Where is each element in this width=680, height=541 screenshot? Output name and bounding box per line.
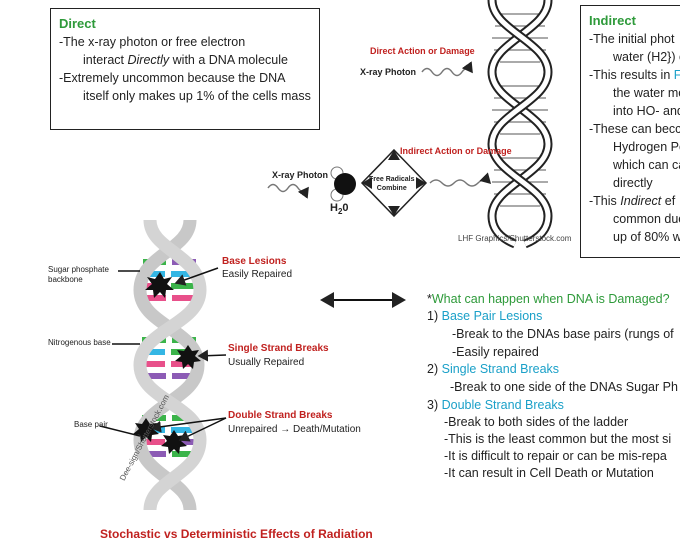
item1-title-line: 1) Base Pair Lesions — [427, 309, 543, 323]
left-label-pointers — [99, 270, 141, 437]
indirect-line-10: -This Indirect ef — [589, 194, 676, 208]
direct-photon-wave — [421, 61, 473, 77]
double-strand-title: Double Strand Breaks — [228, 410, 333, 421]
item1-a: -Break to the DNAs base pairs (rungs of — [452, 327, 674, 341]
base-pair-label: Base pair — [74, 420, 108, 429]
double-strand-sub: Unrepaired → Death/Mutation — [228, 424, 361, 435]
indirect-line-11: common due — [613, 212, 680, 226]
indirect-line-3: -This results in F — [589, 68, 680, 82]
damage-arrows — [150, 267, 227, 442]
direct-box: Direct -The x-ray photon or free electro… — [50, 8, 320, 130]
indirect-box: Indirect -The initial phot water (H2}) c… — [580, 5, 680, 258]
item1-b: -Easily repaired — [452, 345, 539, 359]
indirect-photon-wave — [267, 183, 309, 199]
water-molecule-icon — [330, 166, 356, 202]
xray-photon-label-2: X-ray Photon — [272, 170, 329, 180]
indirect-line-6: -These can becc — [589, 122, 680, 136]
single-strand-sub: Usually Repaired — [228, 357, 305, 368]
item3-d: -It can result in Cell Death or Mutation — [444, 466, 654, 480]
item3-b: -This is the least common but the most s… — [444, 432, 672, 446]
indirect-line-4: the water mo — [613, 86, 680, 100]
indirect-line-1: -The initial phot — [589, 32, 675, 46]
direct-line-3: -Extremely uncommon because the DNA — [59, 71, 286, 85]
indirect-line-9: directly — [613, 176, 653, 190]
h2o-label: H20 — [330, 202, 349, 217]
free-radicals-diamond — [360, 148, 428, 218]
item3-c: -It is difficult to repair or can be mis… — [444, 449, 667, 463]
base-lesions-sub: Easily Repaired — [222, 269, 293, 280]
direct-line-4: itself only makes up 1% of the cells mas… — [83, 89, 311, 103]
item2-title-line: 2) Single Strand Breaks — [427, 362, 560, 376]
question-line: *What can happen when DNA is Damaged? — [427, 292, 670, 306]
item3-a: -Break to both sides of the ladder — [444, 415, 629, 429]
bottom-title: Stochastic vs Deterministic Effects of R… — [100, 527, 373, 541]
item2-a: -Break to one side of the DNAs Sugar Ph — [450, 380, 678, 394]
item3-title-line: 3) Double Strand Breaks — [427, 398, 564, 412]
indirect-line-7: Hydrogen Pe — [613, 140, 680, 154]
indirect-action-label: Indirect Action or Damage — [400, 146, 512, 156]
top-credit: LHF Graphics/Shutterstock.com — [458, 234, 572, 243]
single-strand-title: Single Strand Breaks — [228, 343, 329, 354]
indirect-line-2: water (H2}) c — [613, 50, 680, 64]
direct-line-2: interact Directly with a DNA molecule — [83, 53, 288, 67]
indirect-line-8: which can ca — [613, 158, 680, 172]
indirect-line-12: up of 80% wa — [613, 230, 680, 244]
xray-photon-label-1: X-ray Photon — [360, 67, 417, 77]
direct-line-1: -The x-ray photon or free electron — [59, 35, 246, 49]
nitrogenous-base-label: Nitrogenous base — [48, 338, 111, 347]
indirect-title: Indirect — [589, 13, 636, 28]
indirect-line-5: into HO- and — [613, 104, 680, 118]
indirect-arrow — [429, 172, 492, 187]
base-lesions-title: Base Lesions — [222, 256, 287, 267]
direct-action-label: Direct Action or Damage — [370, 46, 475, 56]
direct-title: Direct — [59, 16, 96, 31]
top-dna-helix — [487, 0, 553, 249]
